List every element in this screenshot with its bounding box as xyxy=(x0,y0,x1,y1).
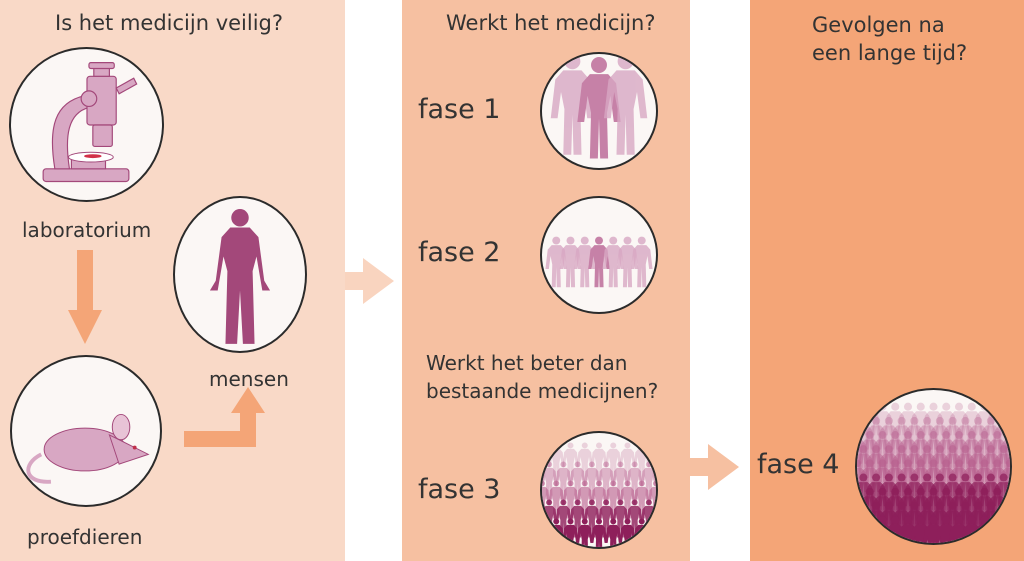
person-silhouette xyxy=(960,402,983,454)
person-silhouette xyxy=(630,236,653,288)
microscope-icon xyxy=(42,62,138,183)
person-silhouette xyxy=(909,402,932,454)
animals-circle xyxy=(10,355,162,507)
crowd-icon xyxy=(542,442,656,547)
phase-4-circle xyxy=(855,388,1012,545)
phase-1-circle xyxy=(540,52,658,170)
humans-label: mensen xyxy=(209,367,289,391)
person-silhouette xyxy=(550,54,595,155)
mouse-icon xyxy=(26,413,150,484)
person-silhouette xyxy=(605,480,622,519)
person-silhouette xyxy=(935,402,958,454)
person-silhouette xyxy=(605,518,622,547)
phase-2-label: fase 2 xyxy=(418,237,501,268)
efficacy-subtitle-line1: Werkt het beter dan xyxy=(426,351,628,375)
person-silhouette xyxy=(598,461,615,500)
phase-3-circle xyxy=(540,431,658,549)
efficacy-subtitle-line2: bestaande medicijnen? xyxy=(426,379,659,403)
person-silhouette xyxy=(619,442,636,481)
panel-long-term-title-line2: een lange tijd? xyxy=(812,41,968,65)
person-silhouette xyxy=(583,499,600,538)
person-silhouette xyxy=(619,480,636,519)
person-silhouette xyxy=(922,402,945,454)
person-silhouette xyxy=(583,461,600,500)
person-silhouette xyxy=(562,480,579,519)
person-silhouette xyxy=(562,518,579,547)
person-silhouette xyxy=(598,499,615,538)
person-silhouette xyxy=(576,442,593,481)
phase-3-label: fase 3 xyxy=(418,474,501,505)
person-silhouette xyxy=(555,461,572,500)
laboratory-label: laboratorium xyxy=(22,218,152,242)
laboratory-circle xyxy=(9,47,164,202)
person-silhouette xyxy=(542,461,558,500)
person-silhouette xyxy=(569,499,586,538)
person-silhouette xyxy=(612,461,629,500)
person-silhouette xyxy=(548,480,565,519)
person-silhouette xyxy=(619,518,636,547)
panel-long-term-title-line1: Gevolgen na xyxy=(812,13,945,37)
phase-2-circle xyxy=(540,196,658,314)
person-silhouette xyxy=(577,57,621,159)
person-silhouette xyxy=(884,402,907,454)
person-silhouette xyxy=(612,499,629,538)
person-silhouette xyxy=(605,442,622,481)
phase-1-label: fase 1 xyxy=(418,94,501,125)
person-silhouette xyxy=(555,499,572,538)
person-icon xyxy=(209,209,271,344)
animals-label: proefdieren xyxy=(27,525,143,549)
humans-circle xyxy=(173,196,307,353)
person-silhouette xyxy=(590,442,608,481)
person-silhouette xyxy=(897,402,919,454)
arrow-to-efficacy xyxy=(345,258,394,304)
arrow-up-right xyxy=(184,387,265,447)
crowd-icon xyxy=(545,236,653,288)
arrow-to-long-term xyxy=(690,444,739,490)
person-silhouette xyxy=(948,402,970,454)
person-silhouette xyxy=(633,480,650,519)
arrow-down xyxy=(68,250,102,344)
person-silhouette xyxy=(562,442,579,481)
panel-safety-title: Is het medicijn veilig? xyxy=(55,11,284,35)
person-silhouette xyxy=(626,499,643,538)
person-silhouette xyxy=(626,461,643,500)
panel-efficacy-title: Werkt het medicijn? xyxy=(446,11,656,35)
crowd-icon xyxy=(857,402,1010,543)
phase-4-label: fase 4 xyxy=(757,449,840,480)
person-silhouette xyxy=(576,480,593,519)
person-silhouette xyxy=(590,518,608,547)
person-silhouette xyxy=(590,480,608,519)
person-silhouette xyxy=(576,518,593,547)
person-silhouette xyxy=(569,461,586,500)
person-silhouette xyxy=(603,54,648,155)
crowd-icon xyxy=(550,54,648,159)
